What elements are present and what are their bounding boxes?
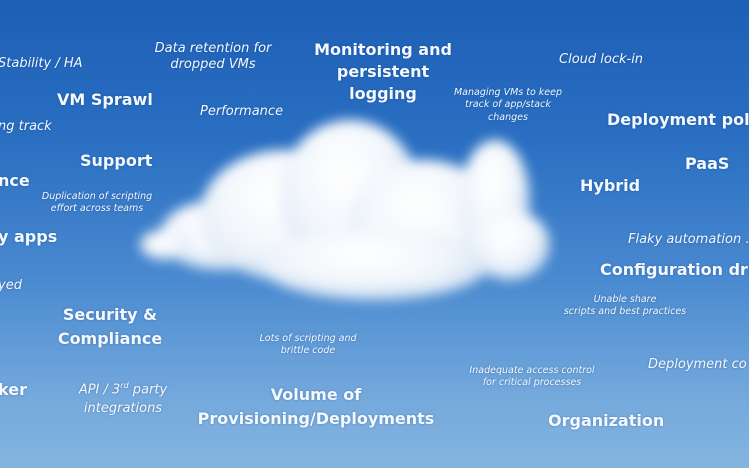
line: integrations — [83, 401, 163, 417]
line: Data retention for — [154, 41, 272, 56]
line: Inadequate access control — [469, 365, 595, 376]
text: API / 3 — [78, 382, 121, 398]
line: effort across teams — [50, 203, 144, 215]
label-deployment-poli: Deployment poli — [607, 110, 749, 129]
label-stability-ha: Stability / HA — [0, 56, 83, 71]
cloud-image — [140, 110, 560, 310]
label-support: Support — [80, 151, 153, 170]
line: logging — [349, 84, 417, 103]
line: API / 3rd party — [79, 376, 167, 399]
label-security: Security & Compliance — [58, 303, 162, 351]
text: party — [128, 382, 168, 398]
line: Lots of scripting and — [259, 333, 357, 344]
label-ker: ker — [0, 380, 27, 399]
label-deployment-co: Deployment co — [648, 357, 747, 372]
line: dropped VMs — [170, 57, 256, 73]
superscript: rd — [120, 381, 129, 390]
label-volume: Volume of Provisioning/Deployments — [198, 383, 435, 431]
line: for critical processes — [482, 377, 582, 389]
line: Duplication of scripting — [41, 191, 153, 202]
label-vm-sprawl: VM Sprawl — [57, 90, 153, 109]
label-flaky: Flaky automation . — [628, 232, 749, 247]
label-config-drift: Configuration dri — [600, 260, 749, 279]
label-api: API / 3rd party integrations — [79, 376, 167, 418]
line: Compliance — [57, 329, 163, 348]
label-hybrid: Hybrid — [580, 176, 641, 195]
line: Volume of — [270, 385, 362, 404]
line: changes — [488, 111, 528, 123]
label-performance: Performance — [200, 104, 284, 119]
line: Unable share — [593, 294, 657, 305]
line: track of app/stack — [465, 99, 551, 111]
line: persistent — [336, 62, 430, 81]
label-monitoring: Monitoring and persistent logging — [314, 39, 452, 105]
line: Managing VMs to keep — [453, 87, 563, 98]
line: Provisioning/Deployments — [197, 409, 435, 428]
label-y-apps: y apps — [0, 227, 58, 246]
label-nce: nce — [0, 171, 30, 190]
label-cloud-lockin: Cloud lock-in — [559, 52, 644, 67]
line: scripts and best practices — [563, 306, 687, 318]
line: Monitoring and — [314, 40, 452, 59]
line: brittle code — [280, 345, 336, 357]
label-ng-track: ng track — [0, 119, 52, 134]
label-organization: Organization — [548, 411, 665, 430]
line: Security & — [62, 305, 158, 324]
label-yed: yed — [0, 278, 22, 293]
label-paas: PaaS — [685, 154, 730, 173]
